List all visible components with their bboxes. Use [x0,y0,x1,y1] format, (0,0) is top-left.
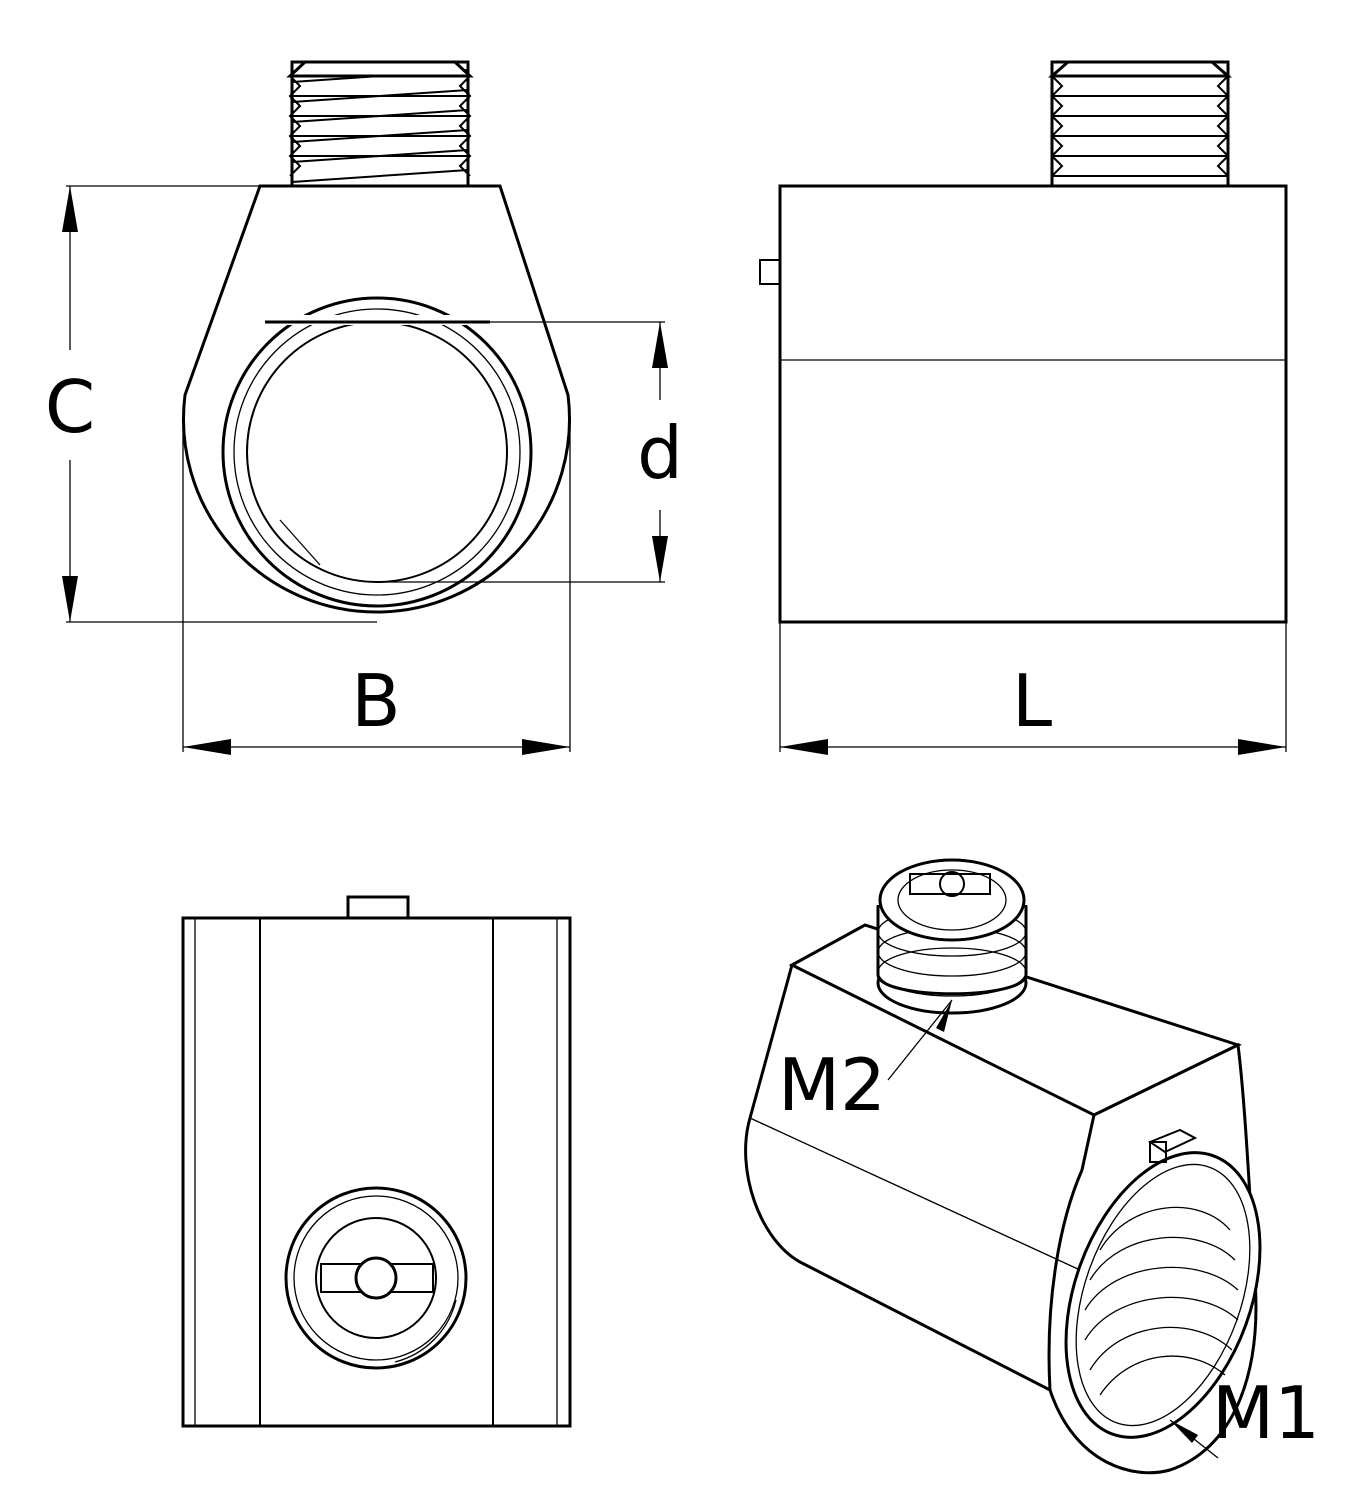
dimension-label-c: C [45,365,95,449]
side-key [759,259,781,285]
front-bore [221,296,533,608]
side-thread-stud [1048,60,1232,188]
thread-label-m1: M1 [1212,1371,1320,1455]
dimension-label-b: B [351,659,400,743]
iso-thread-stud [876,858,1028,1015]
front-dimensions [40,185,690,755]
top-view [181,895,572,1428]
dimension-label-d: d [637,411,683,495]
iso-bore [1064,1128,1262,1439]
front-view [40,60,690,755]
side-dimensions [779,622,1287,755]
top-set-screw [284,1186,468,1370]
iso-leaders [887,999,1219,1459]
front-thread-stud [286,60,474,188]
side-view [759,60,1288,755]
side-body-outline [778,184,1288,624]
isometric-view [744,858,1262,1475]
thread-label-m2: M2 [778,1043,886,1127]
dimension-label-l: L [1012,659,1052,743]
